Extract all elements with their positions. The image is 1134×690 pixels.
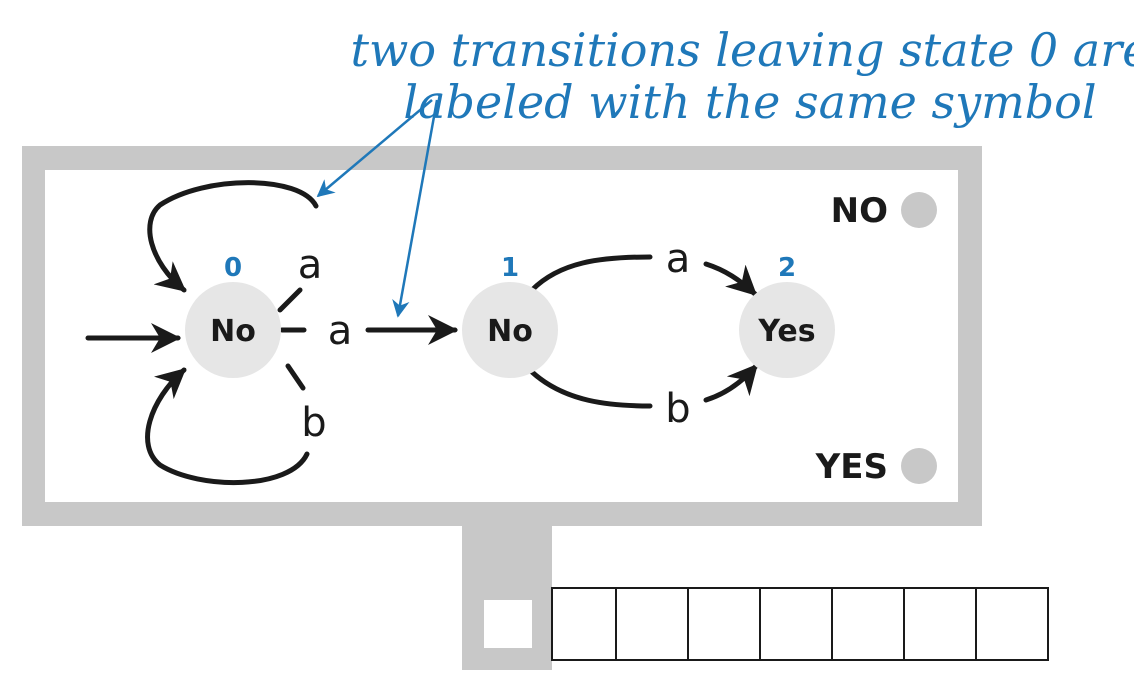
state-2-label: Yes: [757, 314, 815, 349]
state-0: 0 No: [185, 253, 281, 378]
symbol-loop-a: a: [298, 242, 323, 288]
tape-cell: [903, 587, 977, 661]
annotation-line-2: labeled with the same symbol: [403, 75, 1096, 129]
transition-0-0-b: [145, 367, 310, 486]
tape-cell: [759, 587, 833, 661]
state-1: 1 No: [462, 253, 558, 378]
transition-0-0-b-tail: [285, 363, 306, 391]
annotation-arrow-to-edge: [392, 99, 439, 318]
state-2: 2 Yes: [739, 253, 835, 378]
transition-1-2-b-head: [703, 363, 759, 403]
state-1-id: 1: [501, 253, 519, 283]
tape-cell: [615, 587, 689, 661]
tape-cell: [687, 587, 761, 661]
transition-1-2-a: [529, 254, 653, 293]
tape-cell: [551, 587, 617, 661]
state-0-label: No: [210, 314, 256, 349]
transition-0-0-a: [147, 180, 319, 293]
indicator-yes-light: [901, 448, 937, 484]
symbol-0-1-a: a: [328, 308, 353, 354]
transition-0-0-a-tail: [277, 287, 303, 313]
annotation-arrow-to-loop: [316, 99, 433, 198]
state-1-label: No: [487, 314, 533, 349]
state-2-id: 2: [778, 253, 796, 283]
transition-1-2-a-head: [703, 261, 758, 297]
state-0-id: 0: [224, 253, 242, 283]
tape-cell: [975, 587, 1049, 661]
symbol-1-2-a: a: [666, 236, 691, 282]
machine-frame: [22, 146, 982, 670]
indicator-yes-label: YES: [815, 447, 888, 487]
indicator-no-label: NO: [831, 191, 888, 231]
symbol-loop-b: b: [301, 400, 326, 446]
tape: [551, 587, 1049, 661]
transition-1-2-b: [529, 369, 653, 409]
indicator-no-light: [901, 192, 937, 228]
annotation-line-1: two transitions leaving state 0 are: [351, 23, 1134, 77]
symbol-1-2-b: b: [665, 386, 690, 432]
tape-cell: [831, 587, 905, 661]
